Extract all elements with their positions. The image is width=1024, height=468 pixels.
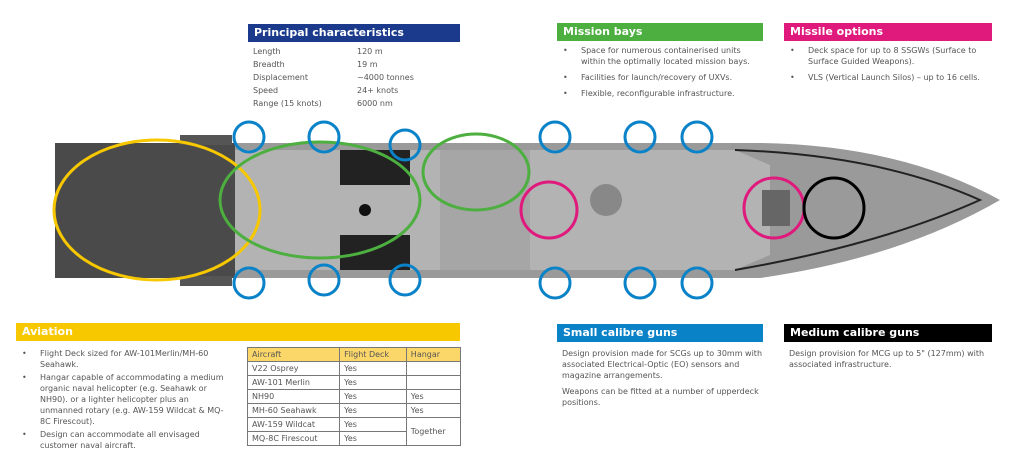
cell: Yes <box>339 361 407 376</box>
table-header: Hangar <box>405 347 462 362</box>
spec-value: 120 m <box>357 47 383 56</box>
spec-value: 19 m <box>357 60 378 69</box>
cell: AW-159 Wildcat <box>246 417 341 432</box>
mission-item: Facilities for launch/recovery of UXVs. <box>557 72 757 83</box>
spec-label: Breadth <box>253 60 285 69</box>
small-guns-text: Design provision made for SCGs up to 30m… <box>562 349 763 380</box>
spec-label: Length <box>253 47 281 56</box>
cell: Together <box>405 417 462 446</box>
cell <box>405 361 462 376</box>
cell: Yes <box>339 417 407 432</box>
cell: Yes <box>405 403 462 418</box>
cell <box>405 375 462 390</box>
cell: Yes <box>405 389 462 404</box>
cell: AW-101 Merlin <box>246 375 341 390</box>
spec-label: Range (15 knots) <box>253 99 322 108</box>
cell: NH90 <box>246 389 341 404</box>
principal-header: Principal characteristics <box>248 24 460 42</box>
table-header: Flight Deck <box>339 347 407 362</box>
medium-guns-header: Medium calibre guns <box>784 324 992 342</box>
table-header: Aircraft <box>246 347 341 362</box>
cell: Yes <box>339 403 407 418</box>
principal-specs: Length 120 m Breadth 19 m Displacement ~400… <box>253 46 457 109</box>
cell: MQ-8C Firescout <box>246 431 341 446</box>
small-guns-header: Small calibre guns <box>557 324 763 342</box>
cell: Yes <box>339 375 407 390</box>
missile-highlight-1 <box>519 180 579 240</box>
mission-item: Space for numerous containerised units w… <box>557 45 757 67</box>
mission-bay-highlight-2 <box>421 132 531 212</box>
small-gun-highlights <box>232 120 714 300</box>
cell: Yes <box>339 389 407 404</box>
aviation-item: Hangar capable of accommodating a medium… <box>16 372 226 427</box>
flight-deck <box>55 143 235 278</box>
missile-header: Missile options <box>784 23 992 41</box>
medium-gun-highlight <box>802 176 866 240</box>
mission-header: Mission bays <box>557 23 763 41</box>
mission-item: Flexible, reconfigurable infrastructure. <box>557 88 757 99</box>
spec-label: Displacement <box>253 73 308 82</box>
aviation-item: Design can accommodate all envisaged cus… <box>16 429 226 451</box>
aviation-header: Aviation <box>16 323 460 341</box>
aviation-item: Flight Deck sized for AW-101Merlin/MH-60… <box>16 348 226 370</box>
missile-item: Deck space for up to 8 SSGWs (Surface to… <box>784 45 990 67</box>
missile-item: VLS (Vertical Launch Silos) – up to 16 c… <box>784 72 990 83</box>
small-guns-text: Weapons can be fitted at a number of upp… <box>562 387 759 407</box>
spec-value: ~4000 tonnes <box>357 73 414 82</box>
spec-label: Speed <box>253 86 279 95</box>
spec-value: 6000 nm <box>357 99 393 108</box>
mission-bay-highlight-1 <box>218 140 422 260</box>
spec-value: 24+ knots <box>357 86 399 95</box>
medium-guns-text: Design provision for MCG up to 5" (127mm… <box>789 349 985 369</box>
cell: Yes <box>339 431 407 446</box>
cell: V22 Osprey <box>246 361 341 376</box>
cell: MH-60 Seahawk <box>246 403 341 418</box>
aviation-highlight <box>52 138 262 282</box>
